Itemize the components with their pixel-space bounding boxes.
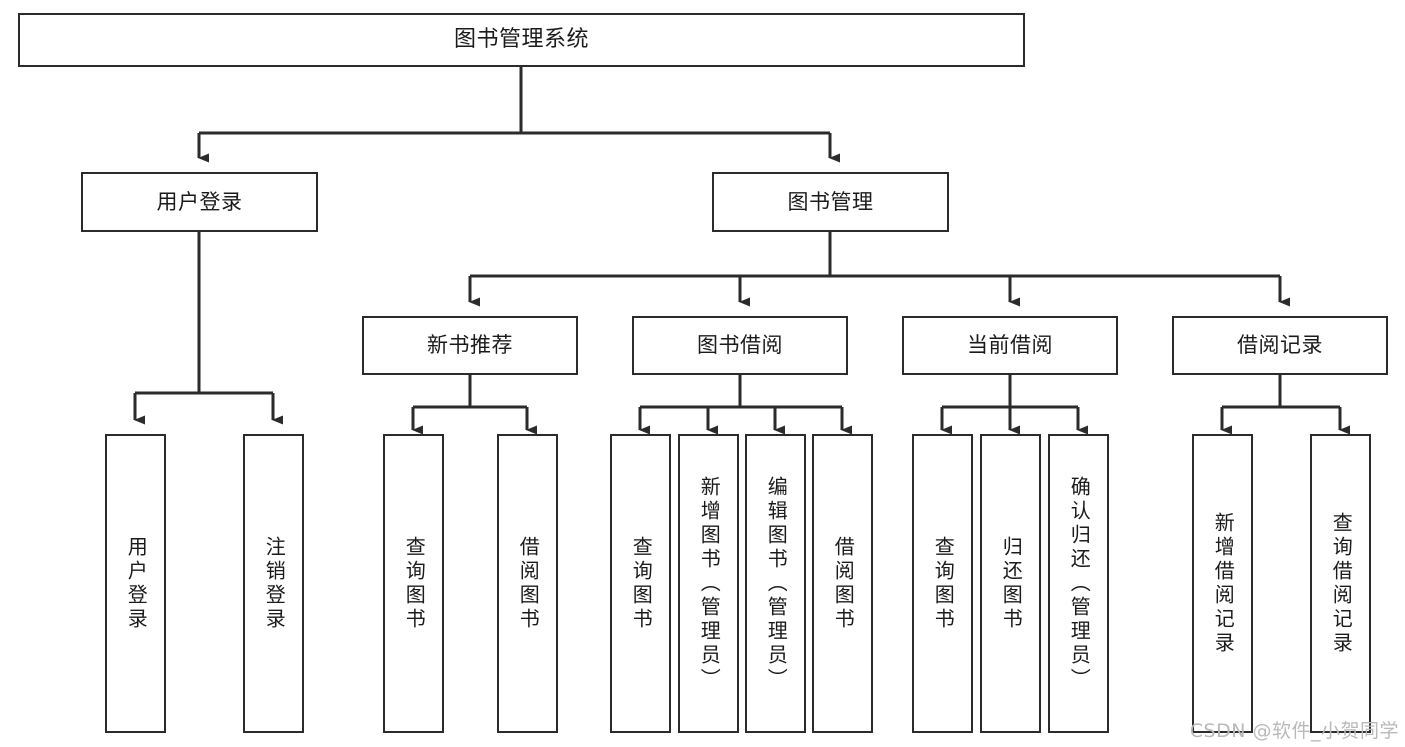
node-leaf-query-book-1-label: 查询图书 bbox=[402, 535, 427, 632]
node-leaf-confirm-return[interactable]: 确认归还（管理员） bbox=[1048, 434, 1109, 733]
node-leaf-user-login[interactable]: 用户登录 bbox=[105, 434, 166, 733]
node-leaf-borrow-book-2-label: 借阅图书 bbox=[831, 535, 856, 632]
node-new-book-recommend-label: 新书推荐 bbox=[427, 333, 513, 358]
node-root-label: 图书管理系统 bbox=[453, 27, 589, 53]
node-leaf-query-book-3-label: 查询图书 bbox=[931, 535, 956, 632]
node-leaf-edit-book-label: 编辑图书（管理员） bbox=[764, 475, 789, 692]
node-book-manage[interactable]: 图书管理 bbox=[712, 172, 949, 232]
node-book-manage-label: 图书管理 bbox=[787, 189, 874, 214]
node-leaf-query-book-3[interactable]: 查询图书 bbox=[912, 434, 973, 733]
node-current-borrow-label: 当前借阅 bbox=[967, 333, 1053, 358]
node-borrow-record-label: 借阅记录 bbox=[1237, 333, 1323, 358]
node-new-book-recommend[interactable]: 新书推荐 bbox=[362, 316, 578, 375]
node-leaf-query-book-2[interactable]: 查询图书 bbox=[610, 434, 671, 733]
node-leaf-logout-label: 注销登录 bbox=[262, 535, 287, 632]
node-leaf-add-book[interactable]: 新增图书（管理员） bbox=[678, 434, 739, 733]
watermark-text: CSDN @软件_小贺同学 bbox=[1189, 720, 1399, 742]
node-leaf-add-record[interactable]: 新增借阅记录 bbox=[1192, 434, 1253, 733]
node-leaf-add-book-label: 新增图书（管理员） bbox=[697, 475, 722, 692]
node-leaf-borrow-book-2[interactable]: 借阅图书 bbox=[812, 434, 873, 733]
node-borrow-record[interactable]: 借阅记录 bbox=[1172, 316, 1388, 375]
node-book-borrow-label: 图书借阅 bbox=[697, 333, 783, 358]
node-leaf-query-record[interactable]: 查询借阅记录 bbox=[1310, 434, 1371, 733]
node-leaf-borrow-book-1[interactable]: 借阅图书 bbox=[497, 434, 558, 733]
node-root[interactable]: 图书管理系统 bbox=[18, 13, 1025, 67]
node-book-borrow[interactable]: 图书借阅 bbox=[632, 316, 848, 375]
node-user-login-label: 用户登录 bbox=[156, 189, 243, 214]
node-leaf-borrow-book-1-label: 借阅图书 bbox=[516, 535, 541, 632]
node-leaf-return-book[interactable]: 归还图书 bbox=[980, 434, 1041, 733]
node-leaf-return-book-label: 归还图书 bbox=[999, 535, 1024, 632]
node-user-login[interactable]: 用户登录 bbox=[81, 172, 318, 232]
node-leaf-logout[interactable]: 注销登录 bbox=[243, 434, 304, 733]
node-leaf-user-login-label: 用户登录 bbox=[124, 535, 149, 632]
node-leaf-edit-book[interactable]: 编辑图书（管理员） bbox=[745, 434, 806, 733]
node-current-borrow[interactable]: 当前借阅 bbox=[902, 316, 1118, 375]
node-leaf-query-book-2-label: 查询图书 bbox=[629, 535, 654, 632]
node-leaf-query-record-label: 查询借阅记录 bbox=[1329, 511, 1354, 656]
node-leaf-add-record-label: 新增借阅记录 bbox=[1211, 511, 1236, 656]
node-leaf-confirm-return-label: 确认归还（管理员） bbox=[1067, 475, 1092, 692]
node-leaf-query-book-1[interactable]: 查询图书 bbox=[383, 434, 444, 733]
